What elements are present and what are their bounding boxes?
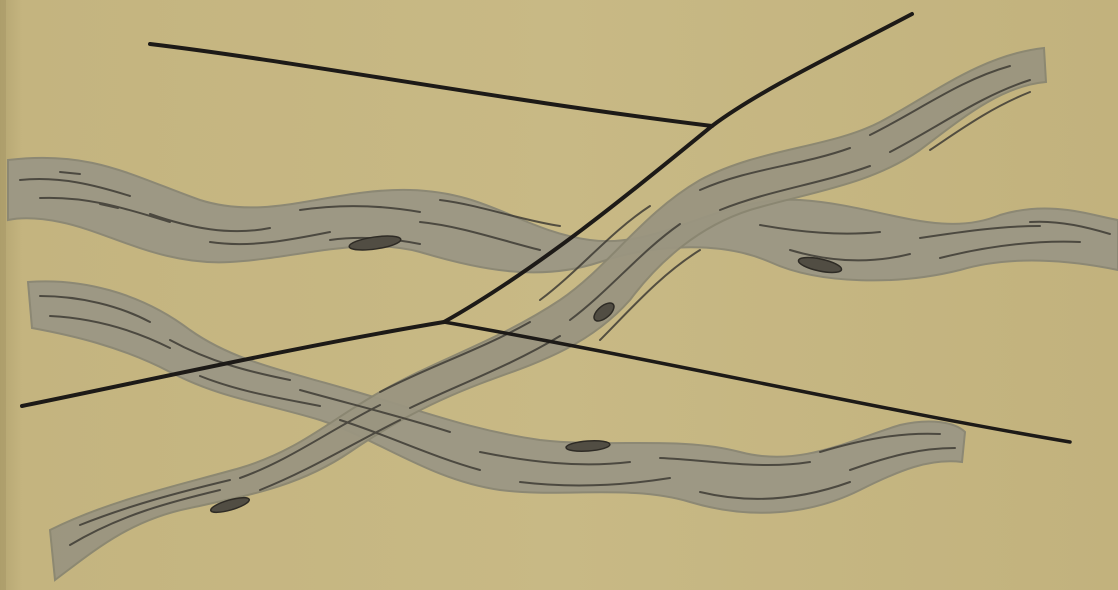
paper-left-edge	[0, 0, 6, 590]
